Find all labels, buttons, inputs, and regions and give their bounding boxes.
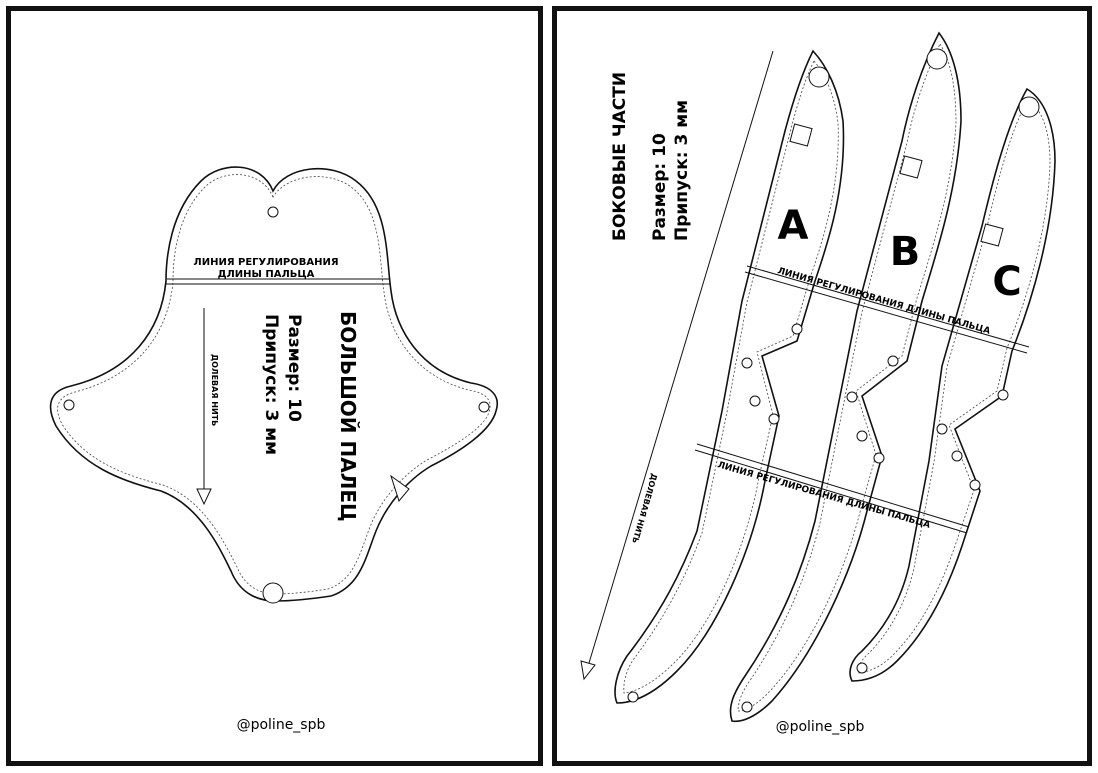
side-piece-b: B (729, 31, 962, 723)
grain-line (588, 50, 774, 664)
piece-c-seam (857, 99, 1051, 674)
piece-a-seam (623, 60, 839, 694)
adjust-label-line1: ЛИНИЯ РЕГУЛИРОВАНИЯ (193, 257, 338, 268)
piece-c-notch (951, 450, 963, 462)
piece-a-letter: A (778, 203, 809, 249)
piece-c-notch (997, 389, 1009, 401)
side-parts-sheet: ДОЛЕВАЯ НИТЬ БОКОВЫЕ ЧАСТИ Размер: 10 Пр… (552, 6, 1092, 766)
piece-c-letter: C (992, 259, 1021, 305)
piece-b-notch (846, 391, 858, 403)
piece-b-notch (887, 355, 899, 367)
piece-b-notch (873, 452, 885, 464)
piece-a-notch (791, 323, 803, 335)
piece-a-bottom-notch (627, 691, 639, 703)
piece-a-outline (614, 49, 845, 704)
grain-label: ДОЛЕВАЯ НИТЬ (210, 354, 219, 426)
thumb-allowance: Припуск: 3 мм (261, 314, 281, 455)
piece-a-top-notch (808, 66, 830, 88)
piece-c-notch (936, 423, 948, 435)
piece-a-notch (741, 357, 753, 369)
adjust-line (744, 271, 1028, 354)
piece-c-bottom-notch (856, 662, 868, 674)
thumb-pattern-drawing: ЛИНИЯ РЕГУЛИРОВАНИЯ ДЛИНЫ ПАЛЬЦА ДОЛЕВАЯ… (49, 166, 498, 733)
piece-b-seam (737, 43, 957, 712)
notch-right (478, 401, 490, 413)
adjust-line (694, 449, 968, 534)
adjust-line (696, 443, 970, 528)
side-piece-a: A (614, 49, 845, 704)
side-allowance: Припуск: 3 мм (672, 100, 692, 241)
side-parts-drawing: ДОЛЕВАЯ НИТЬ БОКОВЫЕ ЧАСТИ Размер: 10 Пр… (580, 31, 1056, 735)
piece-b-top-notch (926, 48, 948, 70)
thumb-seam-allowance (57, 174, 491, 595)
side-piece-c: C (849, 87, 1056, 682)
piece-c-square (980, 223, 1004, 247)
grain-arrowhead (196, 488, 212, 506)
piece-b-notch (856, 430, 868, 442)
piece-a-notch (768, 413, 780, 425)
notch-top (267, 206, 279, 218)
piece-a-notch (749, 395, 761, 407)
piece-b-letter: B (890, 229, 921, 275)
adjust-line (746, 265, 1030, 348)
piece-b-outline (729, 31, 962, 723)
notch-triangle (390, 474, 410, 503)
side-size: Размер: 10 (650, 133, 670, 241)
piece-a-square (789, 123, 813, 147)
piece-b-square (899, 155, 923, 179)
piece-c-outline (849, 87, 1056, 682)
adjust-label-line2: ДЛИНЫ ПАЛЬЦА (218, 269, 315, 280)
piece-b-bottom-notch (741, 701, 753, 713)
thumb-pattern-sheet: ЛИНИЯ РЕГУЛИРОВАНИЯ ДЛИНЫ ПАЛЬЦА ДОЛЕВАЯ… (6, 6, 543, 766)
thumb-title: БОЛЬШОЙ ПАЛЕЦ (336, 311, 360, 522)
watermark-handle: @poline_spb (237, 717, 326, 733)
piece-c-notch (969, 479, 981, 491)
watermark-handle: @poline_spb (776, 719, 865, 735)
piece-c-top-notch (1018, 96, 1040, 118)
thumb-size: Размер: 10 (284, 314, 304, 422)
grain-label: ДОЛЕВАЯ НИТЬ (630, 472, 659, 544)
notch-bottom (262, 582, 284, 604)
grain-arrowhead (580, 660, 596, 681)
thumb-piece-outline (49, 166, 498, 602)
side-title: БОКОВЫЕ ЧАСТИ (610, 72, 630, 241)
notch-left (63, 399, 75, 411)
